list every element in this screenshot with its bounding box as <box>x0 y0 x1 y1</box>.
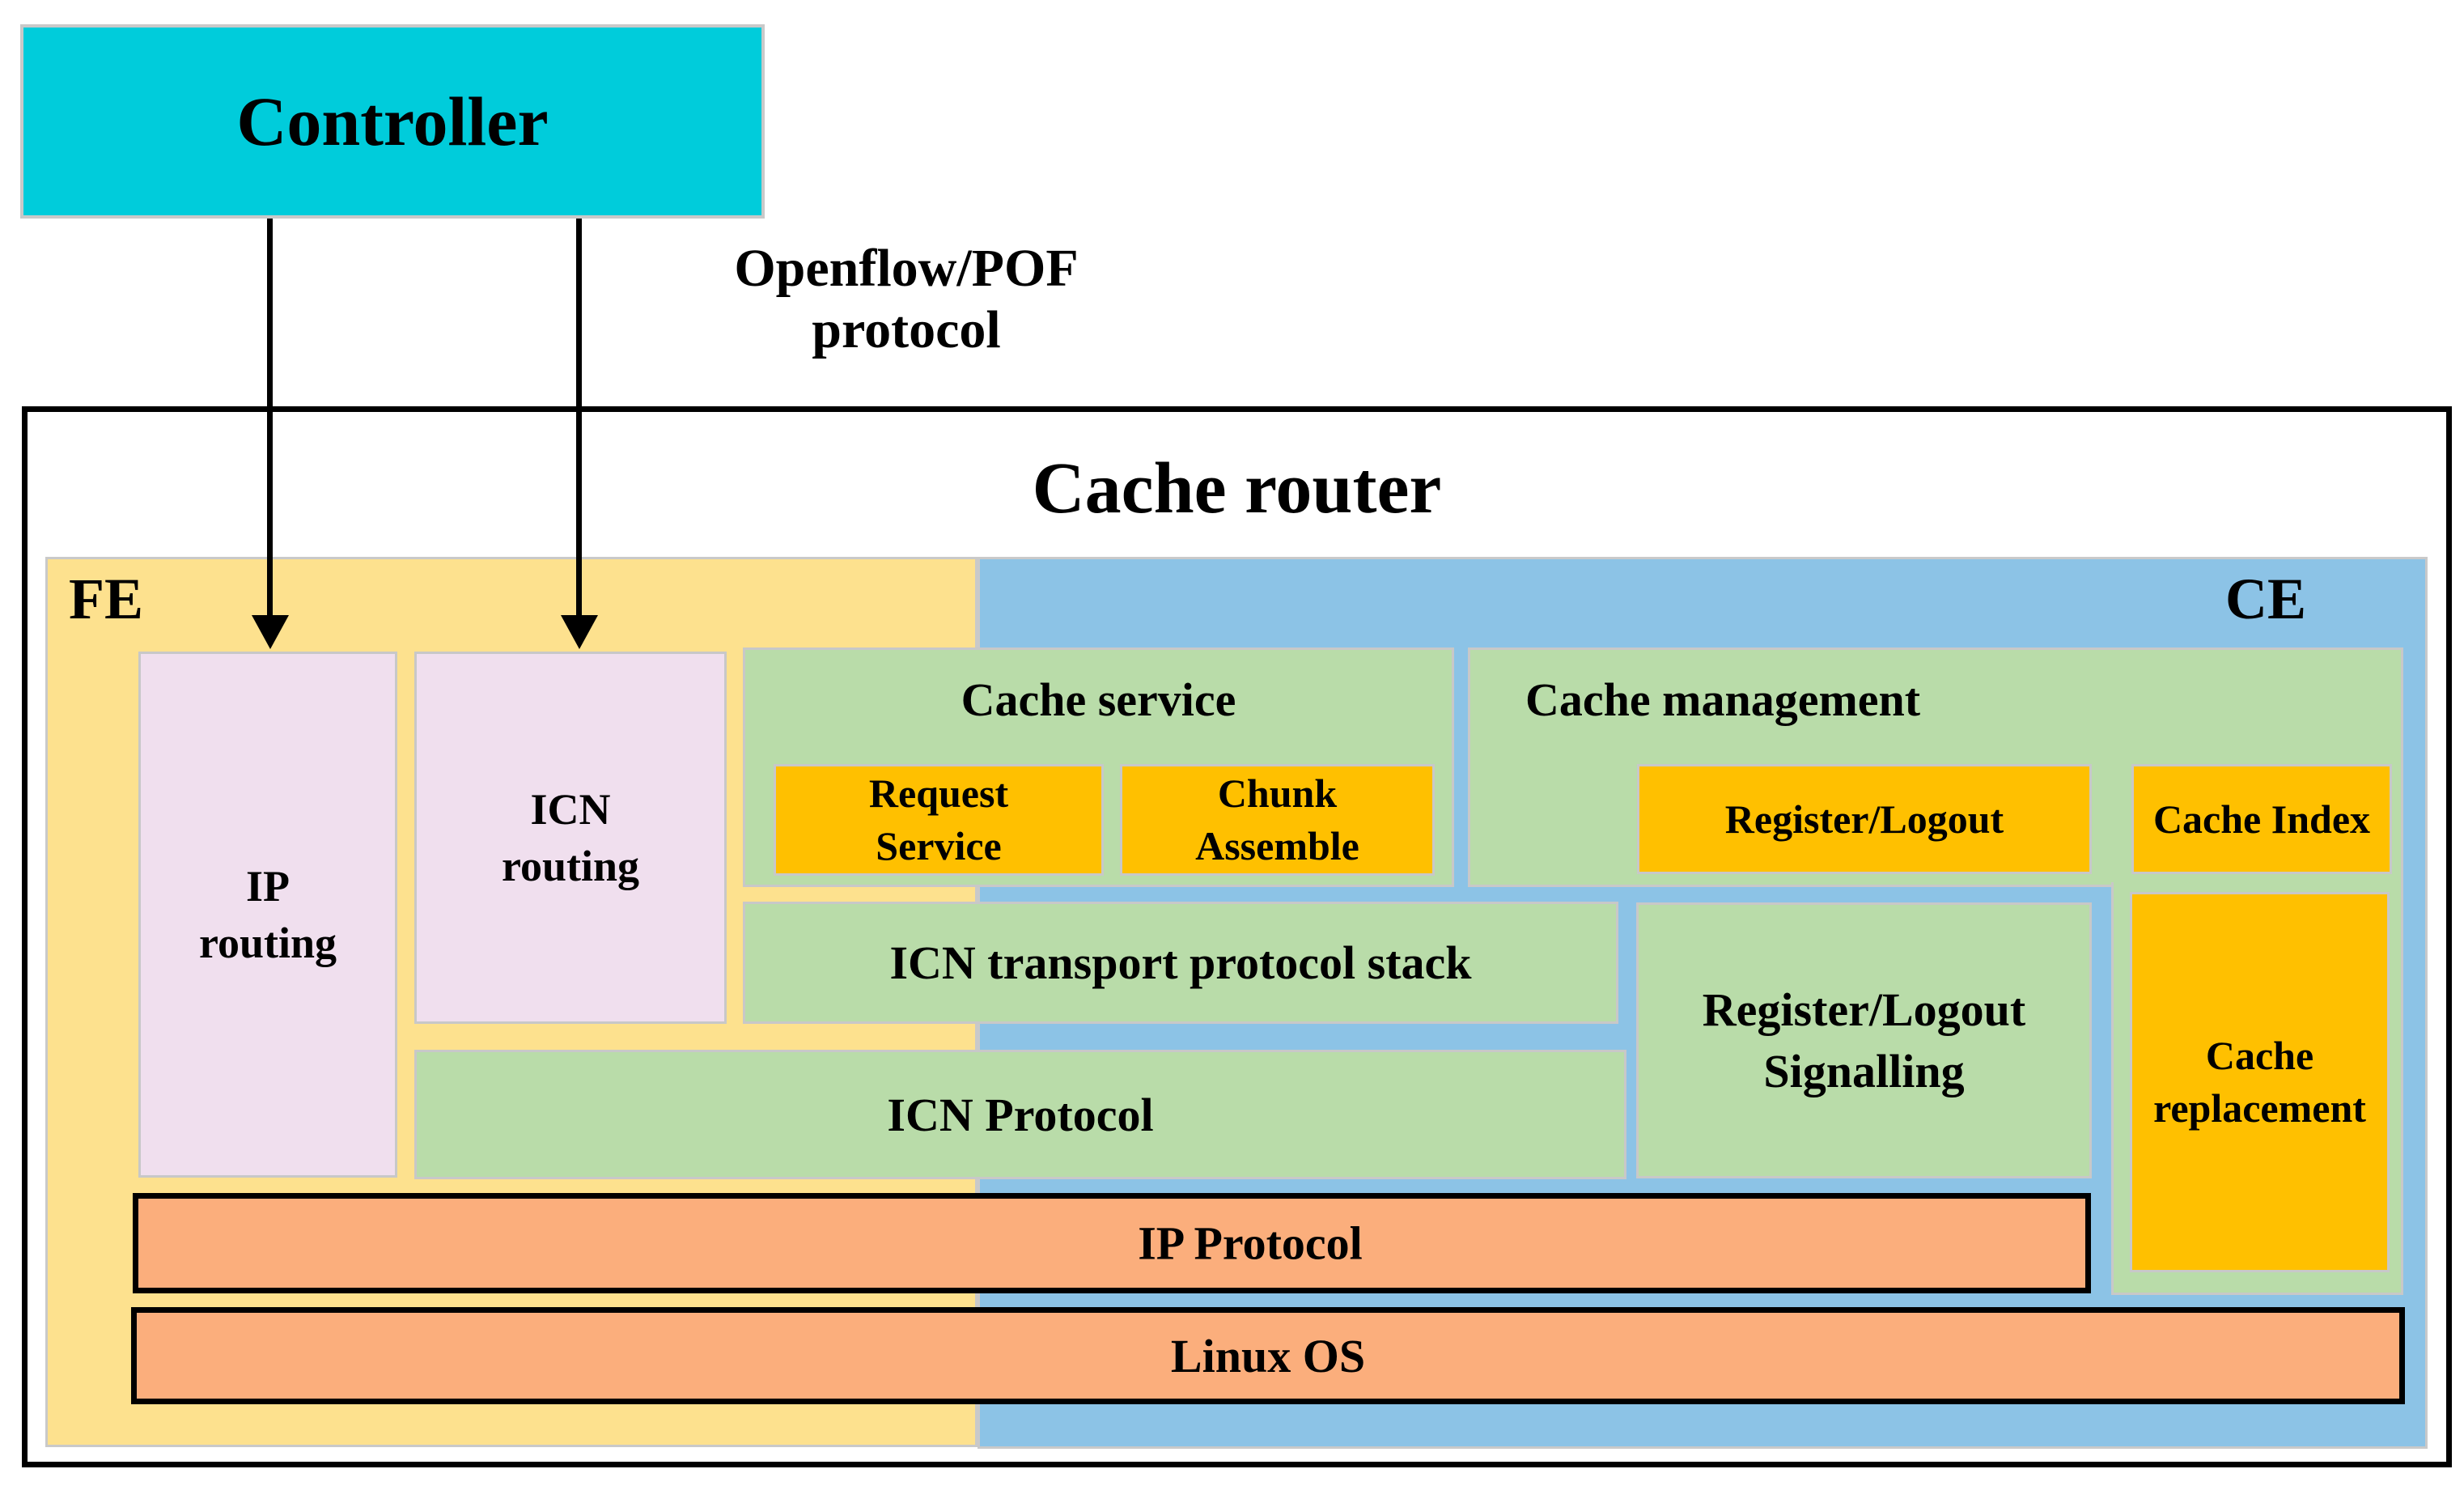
cache-service-title: Cache service <box>961 673 1236 726</box>
ce-label: CE <box>2224 566 2307 631</box>
controller-box: Controller <box>20 24 765 219</box>
request-service-label-line2: Service <box>876 823 1002 868</box>
request-service-label-line1: Request <box>868 771 1009 816</box>
register-logout-signalling-label-line1: Register/Logout <box>1702 983 2026 1037</box>
chunk-assemble-label-line2: Assemble <box>1195 823 1359 868</box>
linux-os-box: Linux OS <box>131 1307 2405 1404</box>
controller-to-icn-routing-arrow-head <box>561 615 598 649</box>
controller-to-ip-routing-arrow-head <box>252 615 289 649</box>
ip-routing-box: IP routing <box>138 652 397 1178</box>
ip-routing-label-line2: routing <box>198 919 337 967</box>
register-logout-box: Register/Logout <box>1637 764 2092 874</box>
icn-routing-label-line2: routing <box>501 842 640 890</box>
icn-routing-label-line1: ICN <box>530 784 611 834</box>
chunk-assemble-box: Chunk Assemble <box>1120 764 1435 876</box>
request-service-box: Request Service <box>774 764 1104 876</box>
cache-replacement-label-line2: replacement <box>2153 1085 2366 1131</box>
icn-routing-box: ICN routing <box>414 652 727 1024</box>
icn-transport-protocol-stack-box: ICN transport protocol stack <box>743 902 1618 1024</box>
chunk-assemble-label-line1: Chunk <box>1217 771 1338 816</box>
controller-to-icn-routing-arrow-line <box>576 219 582 617</box>
ip-protocol-label: IP Protocol <box>1138 1216 1363 1270</box>
cache-management-title: Cache management <box>1525 673 1921 726</box>
register-logout-signalling-label-line2: Signalling <box>1763 1044 1965 1098</box>
controller-to-ip-routing-arrow-line <box>267 219 273 617</box>
cache-replacement-box: Cache replacement <box>2130 892 2390 1272</box>
ip-routing-label-line1: IP <box>246 861 290 911</box>
controller-label: Controller <box>236 83 549 160</box>
cache-index-box: Cache Index <box>2131 764 2392 874</box>
fe-label: FE <box>69 566 144 631</box>
openflow-pof-protocol-label: Openflow/POF protocol <box>734 239 1079 359</box>
icn-protocol-box: ICN Protocol <box>414 1050 1626 1179</box>
register-logout-signalling-box: Register/Logout Signalling <box>1636 902 2092 1178</box>
cache-router-title: Cache router <box>1032 448 1442 529</box>
cache-replacement-label-line1: Cache <box>2205 1033 2314 1078</box>
ip-protocol-box: IP Protocol <box>133 1193 2091 1293</box>
